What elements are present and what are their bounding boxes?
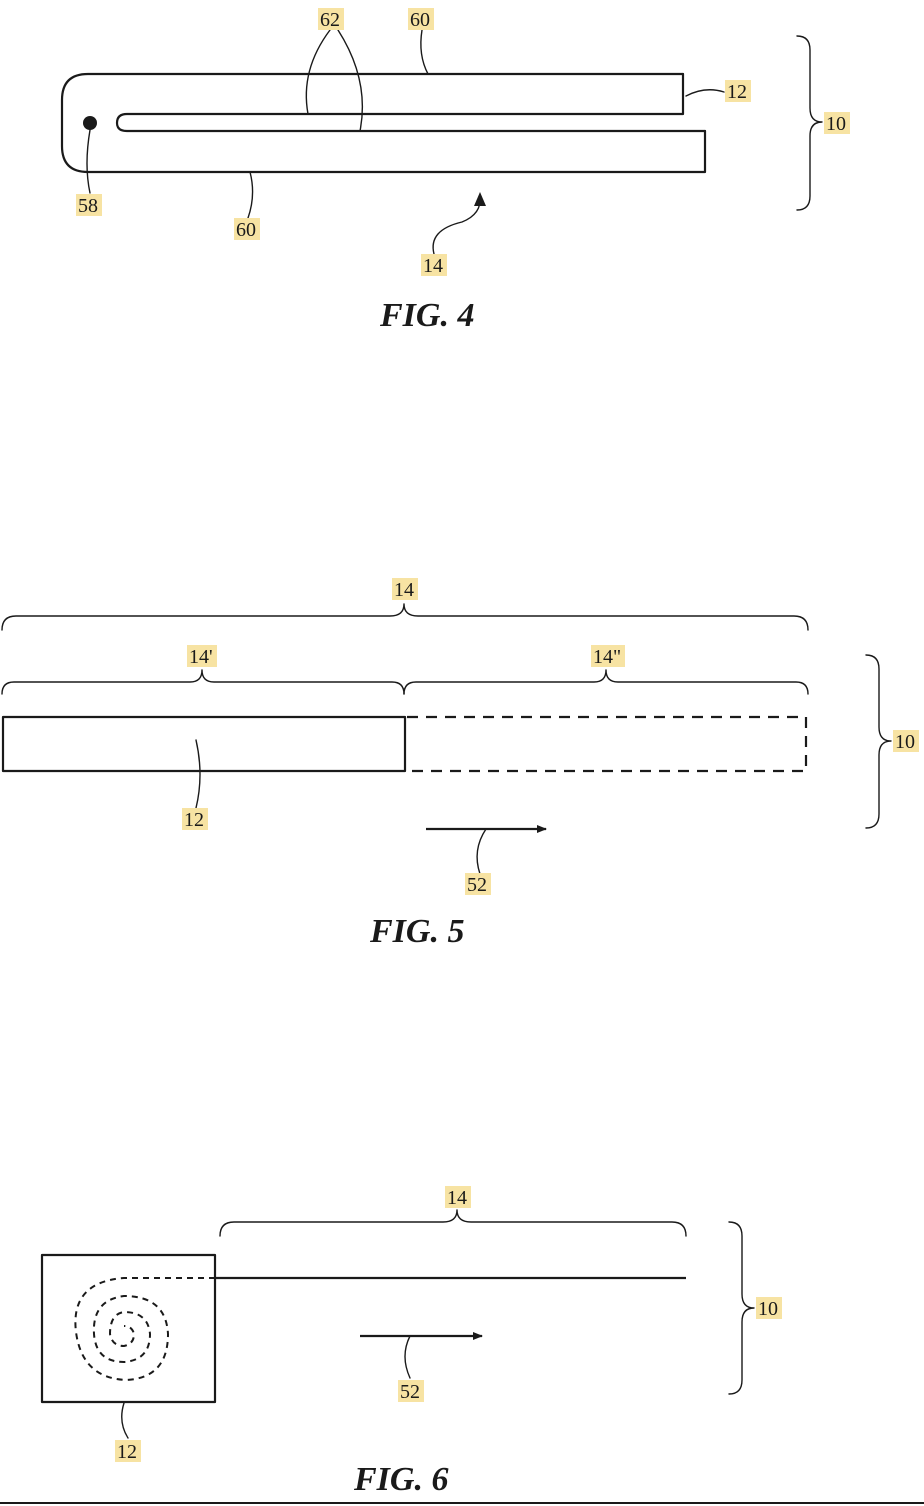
brace-10 — [865, 654, 892, 829]
figure-4: 62 60 12 10 58 60 14 FIG. 4 — [60, 8, 850, 334]
ref-10: 10 — [758, 1298, 778, 1320]
figure-6: 14 10 52 12 FIG. 6 — [40, 1186, 782, 1498]
ref-14: 14 — [423, 255, 443, 277]
ref-12: 12 — [727, 81, 747, 103]
leader-60-bottom — [247, 171, 254, 219]
ref-58: 58 — [78, 195, 98, 217]
figure-title-4: FIG. 4 — [379, 297, 474, 334]
leader-62-b — [337, 29, 364, 132]
figure-5: 14 14' 14" 10 12 52 FIG. 5 — [1, 578, 919, 950]
ref-62: 62 — [320, 9, 340, 31]
ref-14: 14 — [447, 1187, 467, 1209]
ref-60-bottom: 60 — [236, 219, 256, 241]
leader-12 — [685, 89, 725, 97]
ref-12: 12 — [184, 809, 204, 831]
figure-title-6: FIG. 6 — [353, 1461, 448, 1498]
ref-52: 52 — [400, 1381, 420, 1403]
ref-10: 10 — [826, 113, 846, 135]
leader-52 — [404, 1335, 411, 1379]
ref-52: 52 — [467, 874, 487, 896]
leader-14 — [432, 195, 481, 255]
tape-inside-dashed — [74, 1277, 215, 1382]
folded-strip-outer — [60, 72, 707, 174]
strip-solid — [1, 715, 407, 773]
leader-12 — [195, 739, 201, 809]
ref-12: 12 — [117, 1441, 137, 1463]
fold-slot — [115, 72, 707, 133]
brace-14-prime — [1, 669, 405, 695]
leader-60-top — [420, 29, 429, 75]
ref-60-top: 60 — [410, 9, 430, 31]
ref-14: 14 — [394, 579, 414, 601]
ref-14-double-prime: 14" — [593, 646, 621, 668]
pivot-point — [83, 116, 97, 130]
leader-12 — [121, 1402, 129, 1439]
figure-title-5: FIG. 5 — [369, 913, 464, 950]
arrow-14-head — [474, 192, 486, 206]
brace-14 — [219, 1209, 687, 1237]
brace-14-double-prime — [403, 669, 809, 695]
brace-10 — [728, 1221, 755, 1395]
brace-14 — [1, 603, 809, 631]
strip-extension-dashed — [407, 715, 808, 773]
housing-box — [40, 1253, 217, 1404]
ref-14-prime: 14' — [189, 646, 213, 668]
brace-10 — [796, 35, 823, 211]
leader-62-a — [305, 29, 331, 115]
leader-58 — [86, 129, 91, 194]
ref-10: 10 — [895, 731, 915, 753]
leader-52 — [476, 828, 487, 875]
